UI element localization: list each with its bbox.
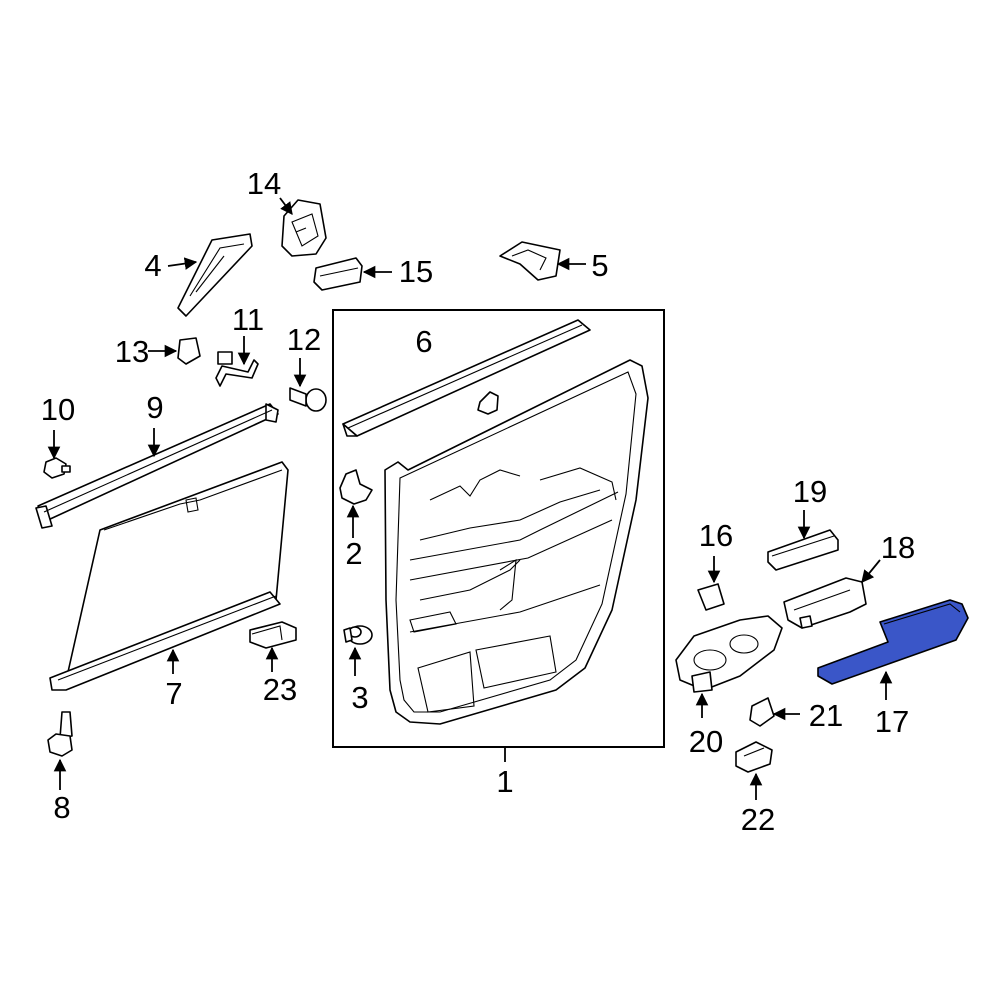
callout-19: 19 xyxy=(793,474,827,509)
callout-8: 8 xyxy=(53,790,70,825)
part-10-screw[interactable] xyxy=(43,430,71,479)
door-panel-group xyxy=(332,309,665,762)
callout-12: 12 xyxy=(287,322,321,357)
callout-23: 23 xyxy=(263,672,297,707)
part-6-belt-molding[interactable] xyxy=(342,319,591,437)
part-1-door-trim-panel[interactable] xyxy=(384,359,649,725)
part-16-cap[interactable] xyxy=(697,556,725,611)
callout-15: 15 xyxy=(399,254,433,289)
part-17-armrest-pad[interactable] xyxy=(817,599,969,700)
part-9-shade-rail[interactable] xyxy=(35,403,279,529)
callout-7: 7 xyxy=(165,676,182,711)
part-11-bracket[interactable] xyxy=(215,336,259,387)
door-panel-frame xyxy=(332,309,665,748)
part-5-bracket[interactable] xyxy=(499,241,586,281)
callout-16: 16 xyxy=(699,518,733,553)
callout-1: 1 xyxy=(496,764,513,799)
part-21-clip[interactable] xyxy=(749,697,800,727)
callout-6: 6 xyxy=(415,324,432,359)
callout-labels: 1 2 3 4 5 6 7 8 9 10 11 12 13 14 15 16 1… xyxy=(41,166,915,837)
part-19-switch-bezel[interactable] xyxy=(767,510,839,571)
part-14-handle-housing[interactable] xyxy=(279,197,327,257)
part-20-cup-holder[interactable] xyxy=(675,615,783,718)
part-23-retainer[interactable] xyxy=(249,621,297,672)
part-3-grommet[interactable] xyxy=(343,625,373,676)
callout-11: 11 xyxy=(232,302,264,337)
callout-20: 20 xyxy=(689,724,723,759)
part-18-armrest-bracket[interactable] xyxy=(783,559,881,629)
panel-top-clip xyxy=(477,391,499,415)
part-22-switch[interactable] xyxy=(735,741,773,800)
part-7-sunshade[interactable] xyxy=(49,461,289,691)
part-12-rivet[interactable] xyxy=(289,358,327,412)
part-13-clip-nut[interactable] xyxy=(148,337,201,365)
callout-2: 2 xyxy=(345,536,362,571)
callout-9: 9 xyxy=(146,390,163,425)
callout-10: 10 xyxy=(41,392,75,427)
callout-13: 13 xyxy=(115,334,149,369)
callout-17: 17 xyxy=(875,704,909,739)
callout-5: 5 xyxy=(591,248,608,283)
part-2-clip[interactable] xyxy=(339,469,373,538)
callout-22: 22 xyxy=(741,802,775,837)
callout-3: 3 xyxy=(351,680,368,715)
callout-21: 21 xyxy=(809,698,843,733)
callout-4: 4 xyxy=(144,248,161,283)
callout-18: 18 xyxy=(881,530,915,565)
part-15-bezel[interactable] xyxy=(313,257,392,291)
part-4-corner-trim[interactable] xyxy=(167,233,253,317)
callout-14: 14 xyxy=(247,166,281,201)
part-8-bolt[interactable] xyxy=(47,711,73,790)
